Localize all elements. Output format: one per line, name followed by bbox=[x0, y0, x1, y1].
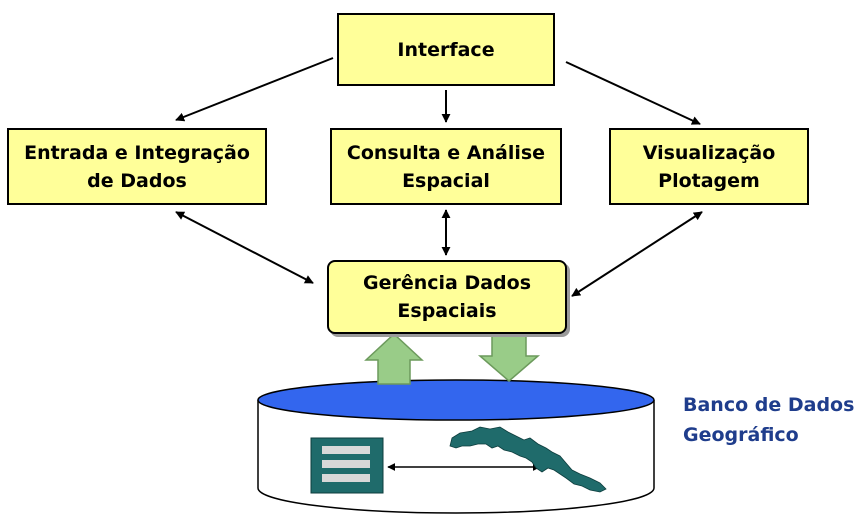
node-entrada-integracao: Entrada e Integração de Dados bbox=[7, 128, 267, 205]
database-label-2: Geográfico bbox=[683, 424, 799, 446]
node-entrada-label-1: Entrada e Integração bbox=[24, 141, 250, 164]
node-consulta-analise: Consulta e Análise Espacial bbox=[330, 128, 562, 205]
node-gerencia-dados: Gerência Dados Espaciais bbox=[327, 260, 567, 334]
node-visual-label-1: Visualização bbox=[642, 141, 776, 164]
node-consulta-label-2: Espacial bbox=[402, 169, 490, 192]
map-island-icon bbox=[449, 426, 607, 493]
node-consulta-label-1: Consulta e Análise bbox=[346, 141, 546, 164]
node-visual-label-2: Plotagem bbox=[658, 169, 760, 192]
block-arrow-down bbox=[477, 332, 541, 382]
node-entrada-label-2: de Dados bbox=[87, 169, 187, 192]
arrow-interface-to-entrada bbox=[175, 57, 334, 122]
arrow-entrada-gerencia bbox=[175, 211, 314, 284]
node-visualizacao-plotagem: Visualização Plotagem bbox=[609, 128, 809, 205]
table-records-icon bbox=[310, 437, 384, 494]
block-arrow-up bbox=[364, 332, 424, 385]
database-label: Banco de Dados Geográfico bbox=[683, 390, 854, 450]
arrow-visual-gerencia bbox=[571, 211, 703, 297]
node-gerencia-label-1: Gerência Dados bbox=[362, 272, 532, 294]
arrow-interface-to-visual bbox=[565, 61, 701, 125]
database-label-1: Banco de Dados bbox=[683, 394, 855, 416]
node-interface: Interface bbox=[337, 13, 555, 86]
node-gerencia-label-2: Espaciais bbox=[397, 300, 497, 322]
database-cylinder-top bbox=[257, 379, 655, 421]
node-interface-label: Interface bbox=[397, 38, 495, 61]
